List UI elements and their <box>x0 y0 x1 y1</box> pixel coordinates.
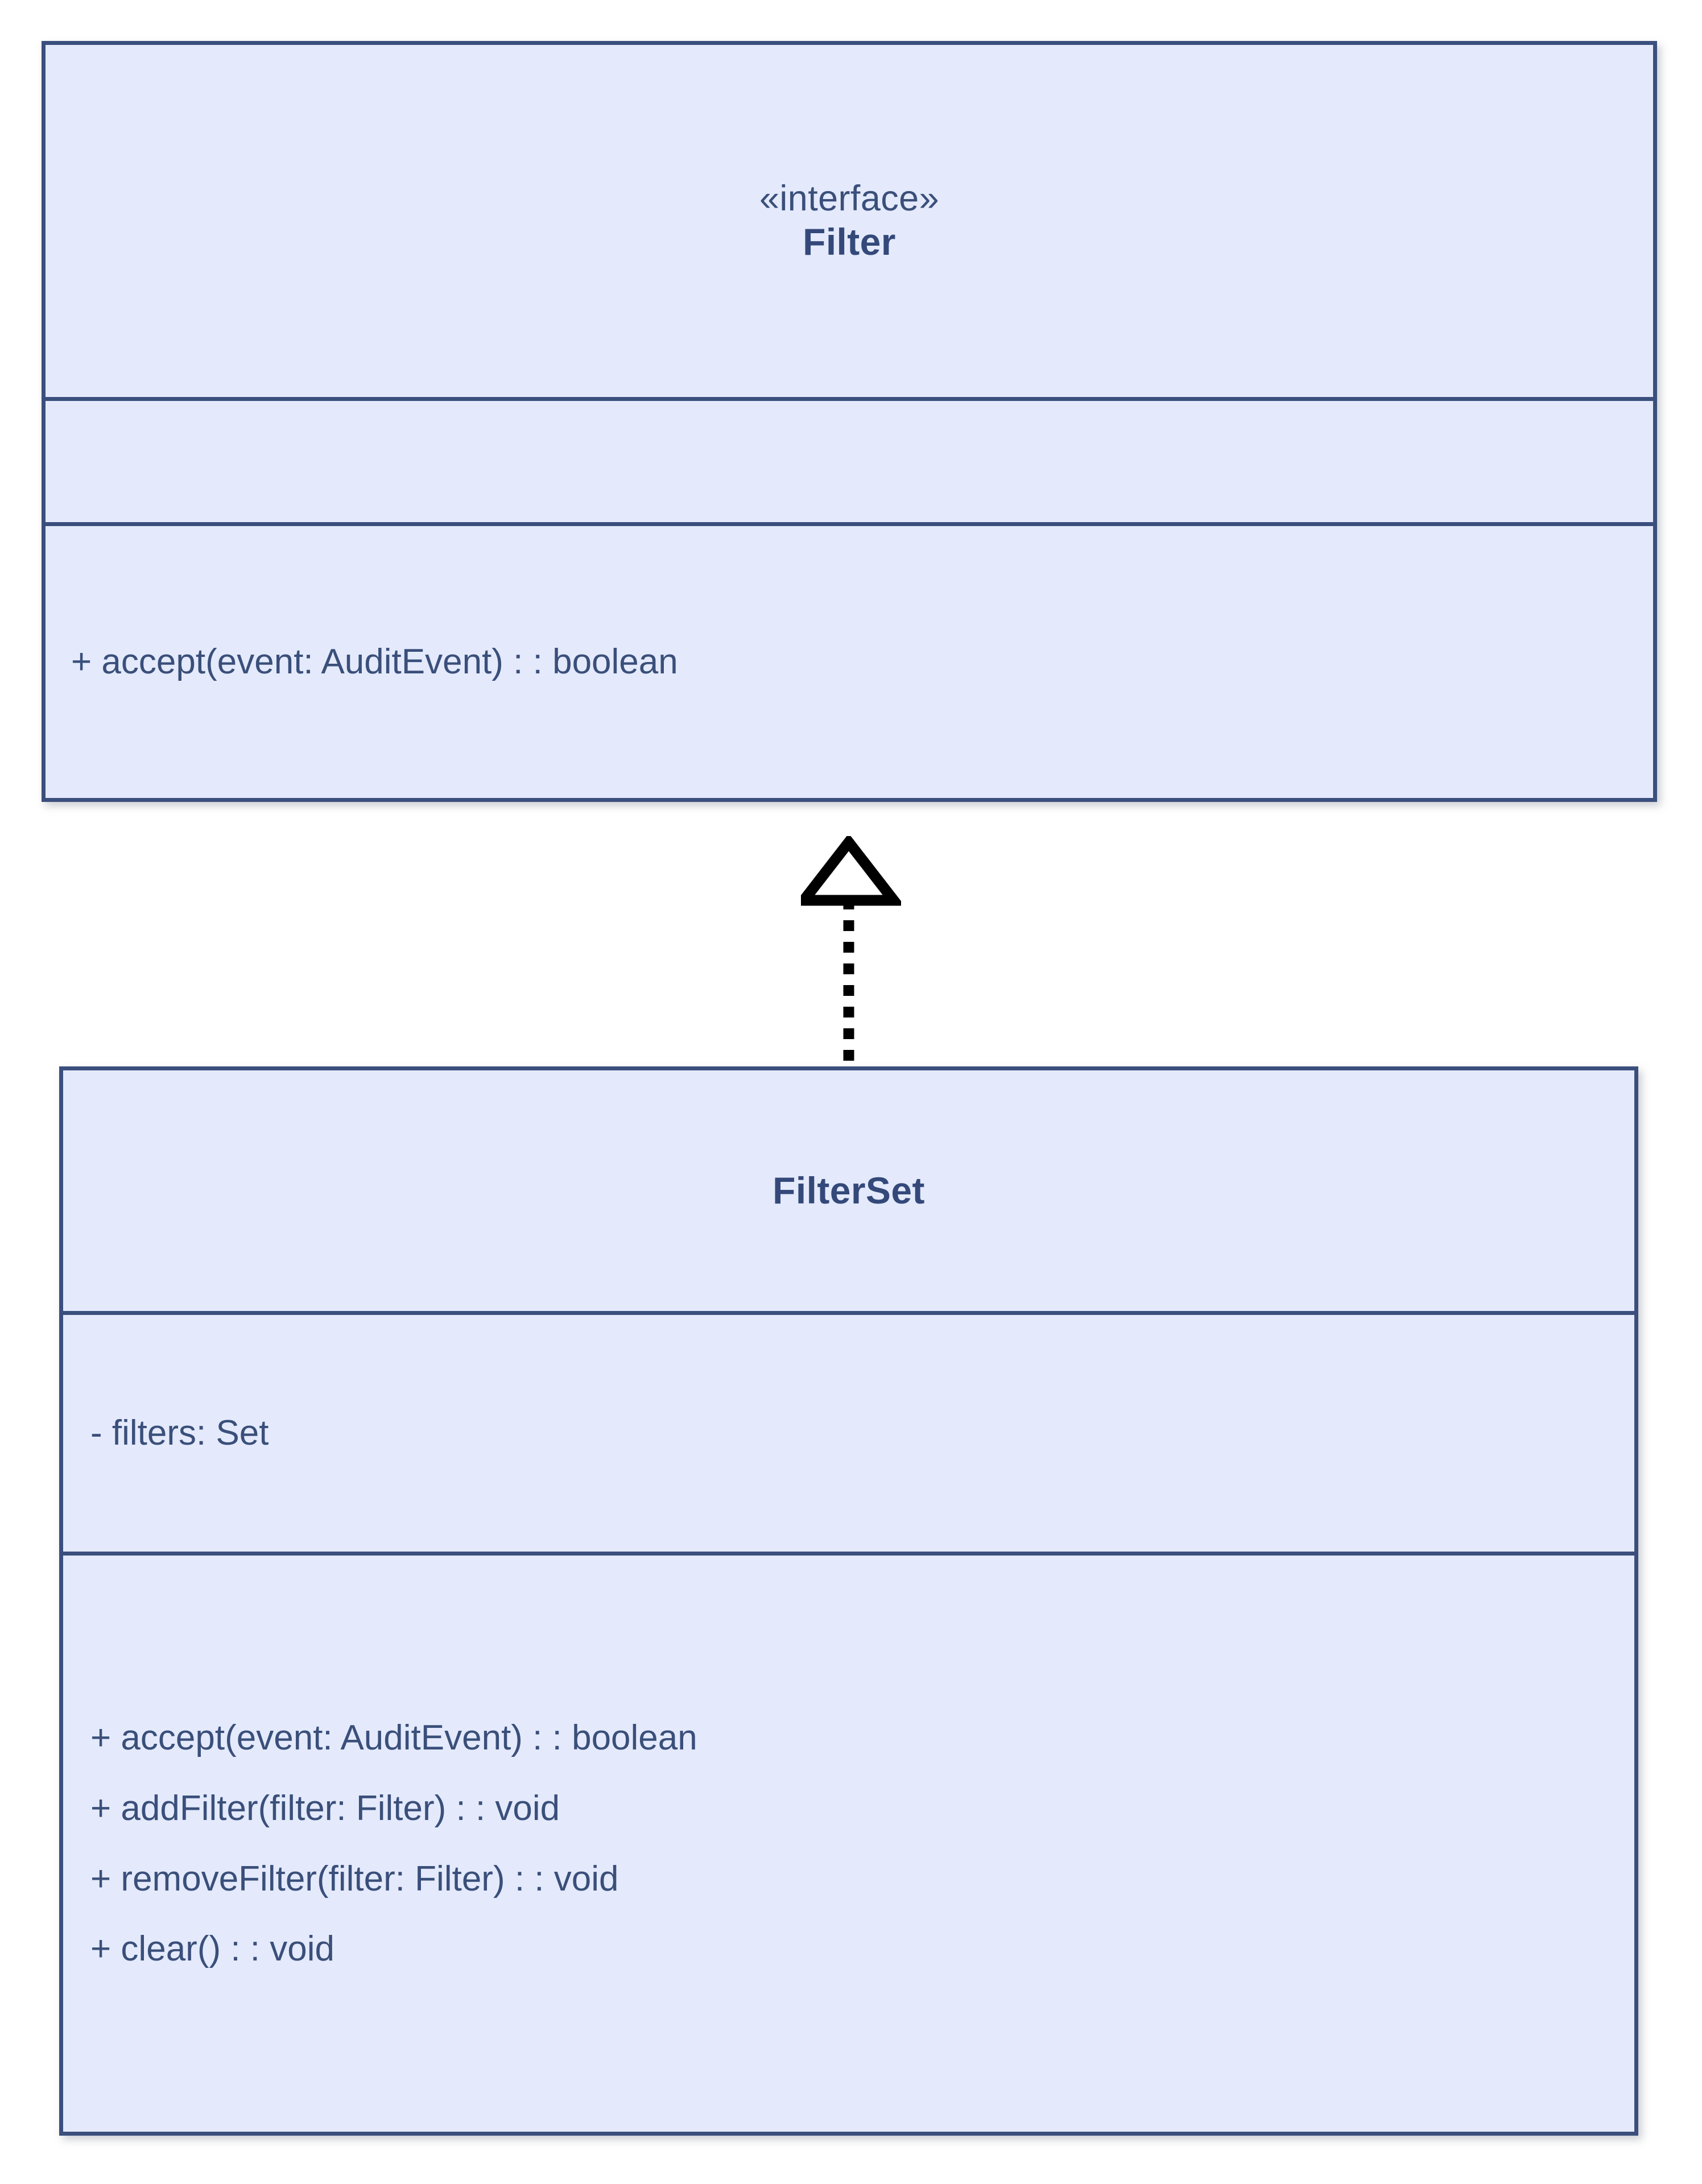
uml-class-filterset[interactable]: FilterSet - filters: Set + accept(event:… <box>59 1066 1638 2136</box>
class-stereotype: «interface» <box>759 179 940 219</box>
class-name-filter: Filter <box>803 220 896 263</box>
operation-item: + accept(event: AuditEvent) : : boolean <box>71 642 678 682</box>
operation-item: + addFilter(filter: Filter) : : void <box>90 1788 560 1828</box>
operation-item: + clear() : : void <box>90 1929 334 1969</box>
uml-class-filter[interactable]: «interface» Filter + accept(event: Audit… <box>42 41 1657 802</box>
class-operations-filterset: + accept(event: AuditEvent) : : boolean … <box>63 1552 1634 2132</box>
class-name-filterset: FilterSet <box>772 1169 925 1211</box>
class-operations-filter: + accept(event: AuditEvent) : : boolean <box>46 522 1653 798</box>
realization-connector <box>801 836 901 1070</box>
operation-list: + accept(event: AuditEvent) : : boolean … <box>63 1691 1662 1996</box>
attribute-list: - filters: Set <box>63 1409 1662 1457</box>
hollow-triangle-arrowhead <box>801 836 901 906</box>
class-header-filter: «interface» Filter <box>46 45 1653 397</box>
operation-list: + accept(event: AuditEvent) : : boolean <box>46 638 1679 686</box>
attribute-item: - filters: Set <box>90 1413 269 1453</box>
class-attributes-filter <box>46 397 1653 522</box>
class-attributes-filterset: - filters: Set <box>63 1311 1634 1552</box>
operation-item: + accept(event: AuditEvent) : : boolean <box>90 1718 697 1758</box>
class-header-filterset: FilterSet <box>63 1070 1634 1311</box>
operation-item: + removeFilter(filter: Filter) : : void <box>90 1859 619 1898</box>
